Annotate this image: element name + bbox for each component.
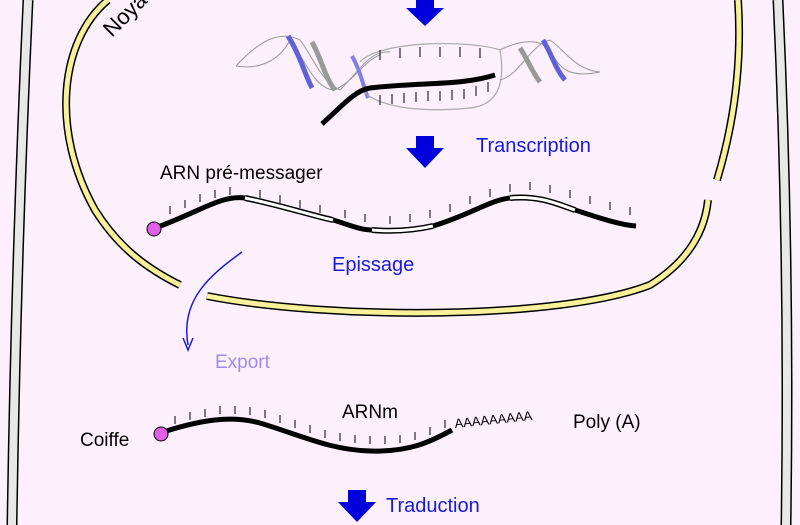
nuclear-envelope	[62, 0, 744, 317]
pre-mrna-label: ARN pré-messager	[160, 163, 323, 184]
cell-membrane	[6, 0, 793, 525]
export-arrow-icon	[182, 251, 243, 352]
dna-double-helix	[235, 34, 601, 126]
splicing-label: Epissage	[332, 254, 414, 276]
poly-a-label: Poly (A)	[573, 412, 641, 433]
cap-label: Coiffe	[80, 430, 129, 451]
down-arrow-icon	[338, 490, 376, 522]
poly-a-tail: AAAAAAAAA	[454, 408, 534, 431]
cap-icon	[146, 221, 162, 237]
pre-mrna-strand	[154, 182, 637, 234]
translation-label: Traduction	[386, 495, 480, 517]
cap-icon	[153, 426, 169, 442]
down-arrow-icon	[406, 0, 444, 26]
mrna-strand	[159, 406, 454, 454]
mrna-label: ARNm	[342, 402, 398, 423]
nucleus-label: Noyau	[98, 0, 161, 42]
export-label: Export	[215, 352, 271, 373]
down-arrow-icon	[406, 136, 444, 168]
transcription-label: Transcription	[476, 135, 591, 157]
